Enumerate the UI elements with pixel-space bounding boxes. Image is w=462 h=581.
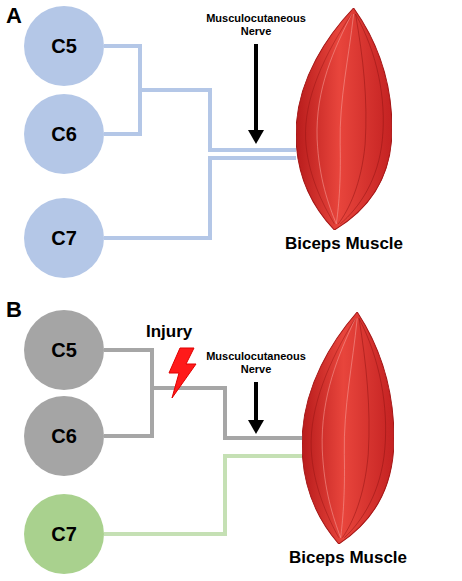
nerve-line (104, 456, 302, 534)
nerve-line (104, 158, 296, 238)
panel-letter: B (6, 297, 22, 323)
pointer-arrowhead (248, 130, 264, 144)
pointer-arrow (254, 382, 258, 422)
muscle-shape (302, 312, 394, 544)
root-label: C7 (51, 227, 77, 250)
root-label: C6 (51, 425, 77, 448)
pointer-arrowhead (248, 420, 264, 434)
spinal-root-circle: C5 (24, 6, 104, 86)
biceps-muscle: Biceps Muscle (302, 312, 394, 544)
panel-letter: A (6, 3, 22, 29)
nerve-label: Musculocutaneous Nerve (202, 350, 310, 376)
root-label: C5 (51, 339, 77, 362)
muscle-shape (296, 8, 392, 230)
injury-label: Injury (146, 322, 192, 342)
nerve-line (104, 350, 302, 438)
nerve-line (104, 388, 302, 438)
biceps-muscle: Biceps Muscle (296, 8, 392, 230)
pointer-arrow (254, 44, 258, 132)
root-label: C7 (51, 523, 77, 546)
muscle-label: Biceps Muscle (289, 548, 407, 568)
nerve-line (104, 90, 296, 150)
spinal-root-circle: C7 (24, 198, 104, 278)
nerve-line (104, 46, 296, 150)
root-label: C5 (51, 35, 77, 58)
spinal-root-circle: C6 (24, 94, 104, 174)
spinal-root-circle: C5 (24, 310, 104, 390)
spinal-root-circle: C6 (24, 396, 104, 476)
spinal-root-circle: C7 (24, 494, 104, 574)
injury-bolt (169, 348, 196, 398)
nerve-label: Musculocutaneous Nerve (202, 12, 310, 38)
root-label: C6 (51, 123, 77, 146)
muscle-label: Biceps Muscle (285, 234, 403, 254)
